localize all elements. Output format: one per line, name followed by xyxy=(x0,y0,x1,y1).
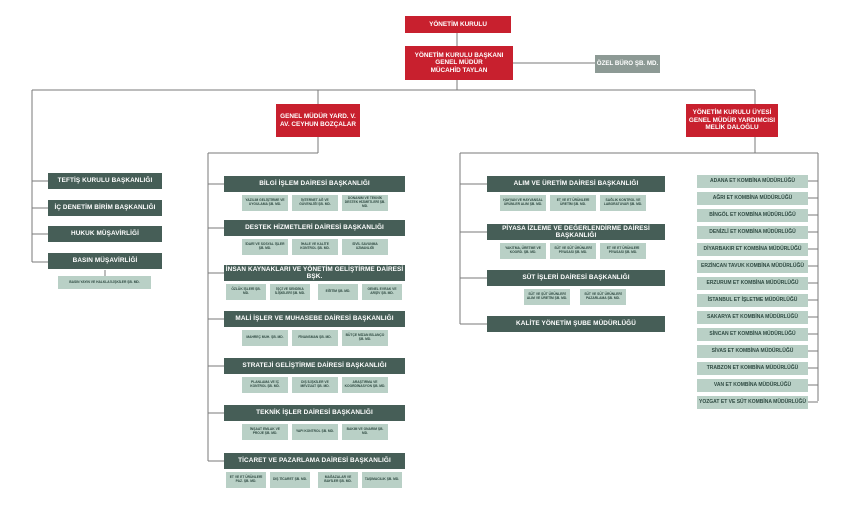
middle-sub-box: DIŞ İLİŞKİLER VE MEVZUAT ŞB. MD. xyxy=(292,377,338,393)
middle-sub-box: BAKIM VE ONARIM ŞB. MD. xyxy=(342,424,388,440)
plant-box: AĞRI ET KOMBİNA MÜDÜRLÜĞÜ xyxy=(697,192,808,205)
chairman-box: YÖNETİM KURULU BAŞKANI GENEL MÜDÜR MÜCAH… xyxy=(405,46,513,80)
right-dept-box: SÜT İŞLERİ DAİRESİ BAŞKANLIĞI xyxy=(487,270,665,286)
right-sub-box: ET VE ET ÜRÜNLERİ PİYASASI ŞB. MD. xyxy=(600,243,646,259)
press-sub-box: BASIN YAYIN VE HALKLA İLİŞKİLER ŞB. MD. xyxy=(58,276,151,289)
middle-sub-box: İNTERNET AĞ VE GÜVENLİĞİ ŞB. MD. xyxy=(292,195,338,211)
middle-sub-box: GENEL EVRAK VE ARŞİV ŞB. MD. xyxy=(362,284,402,300)
plant-box: TRABZON ET KOMBİNA MÜDÜRLÜĞÜ xyxy=(697,362,808,375)
middle-sub-box: İŞÇİ VE SENDİKA İLİŞKİLERİ ŞB. MD. xyxy=(270,284,310,300)
middle-sub-box: DIŞ TİCARET ŞB. MD. xyxy=(270,472,310,488)
right-sub-box: SÜT VE SÜT ÜRÜNLERİ ALIM VE ÜRETİM ŞB. M… xyxy=(524,289,570,305)
middle-dept-box: DESTEK HİZMETLERİ DAİRESİ BAŞKANLIĞI xyxy=(224,220,405,236)
middle-sub-box: ET VE ET ÜRÜNLERİ PAZ. ŞB. MD. xyxy=(226,472,266,488)
plant-box: BİNGÖL ET KOMBİNA MÜDÜRLÜĞÜ xyxy=(697,209,808,222)
right-dept-box: ALIM VE ÜRETİM DAİRESİ BAŞKANLIĞI xyxy=(487,176,665,192)
middle-sub-box: SİVİL SAVUNMA UZMANLIĞI xyxy=(342,239,388,255)
middle-sub-box: DONANIM VE TEKNİK DESTEK HİZMETLERİ ŞB. … xyxy=(342,195,388,211)
left-unit-box: TEFTİŞ KURULU BAŞKANLIĞI xyxy=(48,173,162,189)
board-box: YÖNETİM KURULU xyxy=(405,16,511,33)
middle-sub-box: İNŞAAT EMLAK VE PROJE ŞB. MD. xyxy=(242,424,288,440)
middle-sub-box: İDARİ VE SOSYAL İŞLER ŞB. MD. xyxy=(242,239,288,255)
middle-sub-box: PLANLAMA VE İÇ KONTROL ŞB. MD. xyxy=(242,377,288,393)
plant-box: SİVAS ET KOMBİNA MÜDÜRLÜĞÜ xyxy=(697,345,808,358)
right-sub-box: HAYVAN VE HAYVANSAL ÜRÜNLER ALIM ŞB. MD. xyxy=(500,195,546,211)
left-unit-box: HUKUK MÜŞAVİRLİĞİ xyxy=(48,226,162,242)
middle-dept-box: BİLGİ İŞLEM DAİRESİ BAŞKANLIĞI xyxy=(224,176,405,192)
plant-box: DİYARBAKIR ET KOMBİNA MÜDÜRLÜĞÜ xyxy=(697,243,808,256)
left-unit-box: İÇ DENETİM BİRİM BAŞKANLIĞI xyxy=(48,200,162,216)
middle-sub-box: BÜTÇE MİZAN BİLANÇO ŞB. MD. xyxy=(342,330,388,346)
middle-sub-box: ÖZLÜK İŞLERİ ŞB. MD. xyxy=(226,284,266,300)
plant-box: SİNCAN ET KOMBİNA MÜDÜRLÜĞÜ xyxy=(697,328,808,341)
middle-sub-box: MAHREÇ MUH. ŞB. MD. xyxy=(242,330,288,346)
right-sub-box: SÜT VE SÜT ÜRÜNLERİ PAZARLAMA ŞB. MD. xyxy=(580,289,626,305)
middle-sub-box: MAĞAZALAR VE BAYİLER ŞB. MD. xyxy=(318,472,358,488)
right-dept-box: PİYASA İZLEME VE DEĞERLENDİRME DAİRESİ B… xyxy=(487,224,665,240)
plant-box: YOZGAT ET VE SÜT KOMBİNA MÜDÜRLÜĞÜ xyxy=(697,396,808,409)
deputy-right-box: YÖNETİM KURULU ÜYESİ GENEL MÜDÜR YARDIMC… xyxy=(686,104,778,137)
right-sub-box: ET VE ET ÜRÜNLERİ ÜRETİM ŞB. MD. xyxy=(550,195,596,211)
deputy-left-box: GENEL MÜDÜR YARD. V. AV. CEYHUN BOZÇALAR xyxy=(276,104,360,137)
plant-box: ADANA ET KOMBİNA MÜDÜRLÜĞÜ xyxy=(697,175,808,188)
right-dept-box: KALİTE YÖNETİM ŞUBE MÜDÜRLÜĞÜ xyxy=(487,316,665,332)
plant-box: VAN ET KOMBİNA MÜDÜRLÜĞÜ xyxy=(697,379,808,392)
middle-sub-box: TAŞIMACILIK ŞB. MD. xyxy=(362,472,402,488)
right-sub-box: SAĞLIK KONTROL VE LABORATUVAR ŞB. MD. xyxy=(600,195,646,211)
middle-dept-box: TEKNİK İŞLER DAİRESİ BAŞKANLIĞI xyxy=(224,405,405,421)
middle-dept-box: MALİ İŞLER VE MUHASEBE DAİRESİ BAŞKANLIĞ… xyxy=(224,311,405,327)
left-unit-box: BASIN MÜŞAVİRLİĞİ xyxy=(48,253,162,269)
middle-dept-box: İNSAN KAYNAKLARI VE YÖNETİM GELİŞTİRME D… xyxy=(224,265,405,281)
private-office-box: ÖZEL BÜRO ŞB. MD. xyxy=(595,55,660,73)
right-sub-box: SÜT VE SÜT ÜRÜNLERİ PİYASASI ŞB. MD. xyxy=(550,243,596,259)
right-sub-box: YAKITMA, ÜRETME VE KOORD. ŞB. MD. xyxy=(500,243,546,259)
plant-box: ERZİNCAN TAVUK KOMBİNA MÜDÜRLÜĞÜ xyxy=(697,260,808,273)
plant-box: ERZURUM ET KOMBİNA MÜDÜRLÜĞÜ xyxy=(697,277,808,290)
middle-sub-box: ARAŞTIRMA VE KOORDİNASYON ŞB. MD. xyxy=(342,377,388,393)
middle-dept-box: STRATEJİ GELİŞTİRME DAİRESİ BAŞKANLIĞI xyxy=(224,358,405,374)
plant-box: DENİZLİ ET KOMBİNA MÜDÜRLÜĞÜ xyxy=(697,226,808,239)
middle-sub-box: EĞİTİM ŞB. MD. xyxy=(318,284,358,300)
middle-sub-box: YAPI KONTROL ŞB. MD. xyxy=(292,424,338,440)
middle-sub-box: İHALE VE KALİTE KONTROL ŞB. MD. xyxy=(292,239,338,255)
middle-sub-box: FİNANSMAN ŞB. MD. xyxy=(292,330,338,346)
middle-sub-box: YAZILIM GELİŞTİRME VE UYGULAMA ŞB. MD. xyxy=(242,195,288,211)
plant-box: İSTANBUL ET İŞLETME MÜDÜRLÜĞÜ xyxy=(697,294,808,307)
middle-dept-box: TİCARET VE PAZARLAMA DAİRESİ BAŞKANLIĞI xyxy=(224,453,405,469)
plant-box: SAKARYA ET KOMBİNA MÜDÜRLÜĞÜ xyxy=(697,311,808,324)
